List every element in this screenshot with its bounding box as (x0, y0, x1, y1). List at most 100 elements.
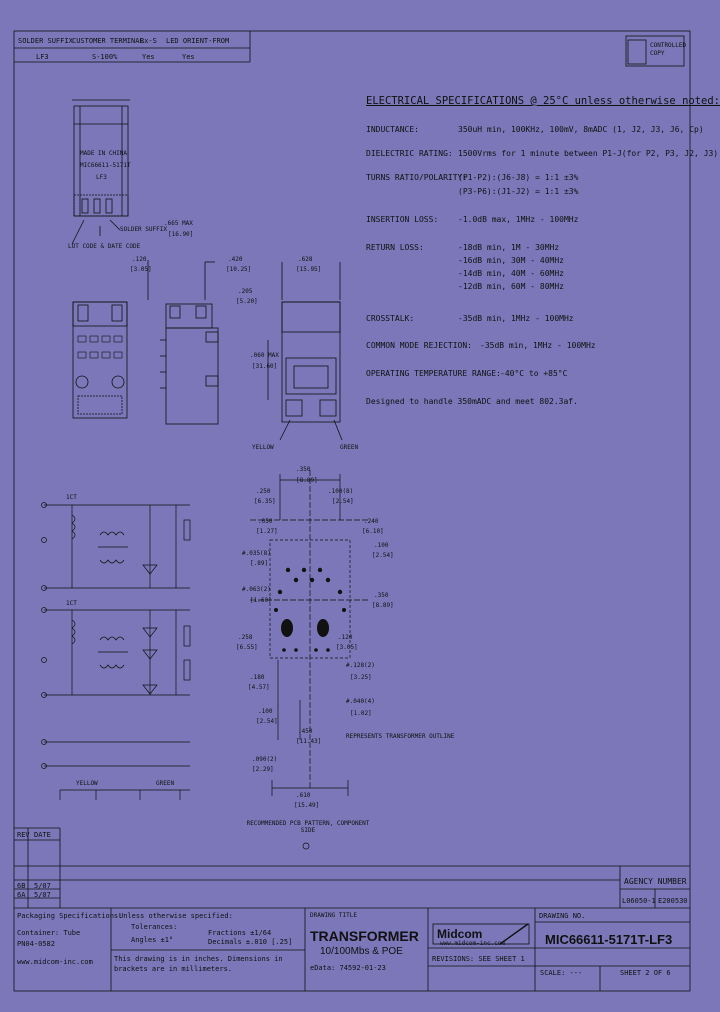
pcb-dim-457: [4.57] (248, 684, 270, 691)
spec-value-crosstalk: -35dB min, 1MHz - 100MHz (458, 314, 574, 323)
pcb-dim-063: #.063(2) (242, 586, 271, 593)
agency-label: AGENCY NUMBER (624, 877, 687, 886)
pcb-dim-350: .350 (296, 466, 311, 473)
pcb-dim-250: .250 (256, 488, 271, 495)
dim-1595: [15.95] (296, 266, 322, 273)
pcb-dim-035: #.035(8) (242, 550, 271, 557)
controlled-copy-label-1: CONTROLLED (650, 42, 687, 49)
spec-value-inductance: 350uH min, 100KHz, 100mV, 8mADC (1, J2, … (458, 125, 704, 134)
drawing-title: TRANSFORMER (310, 928, 419, 944)
tolerances-intro: Unless otherwise specified: (119, 912, 233, 920)
sheet-number: SHEET 2 OF 6 (620, 969, 671, 977)
dim-520: [5.20] (236, 298, 258, 305)
spec-value-dielectric: 1500Vrms for 1 minute between P1-J(for P… (458, 149, 719, 158)
pcb-dim-100c: .100 (258, 708, 273, 715)
spec-label-return: RETURN LOSS: (366, 243, 424, 252)
pcb-dim-100-8: .100(8) (328, 488, 354, 495)
schematic-1ct-bottom: 1CT (66, 600, 77, 607)
spec-value-temperature: -40°C to +85°C (500, 369, 568, 378)
pcb-dim-258: .258 (238, 634, 253, 641)
drawing-no-label: DRAWING NO. (539, 912, 586, 920)
marking-line-1: MADE IN CHINA (80, 150, 127, 157)
dim-1025: [10.25] (226, 266, 252, 273)
agency-value-2: E200530 (658, 897, 688, 905)
pcb-dim-100: .100 (374, 542, 389, 549)
spec-value-return-4: -12dB min, 60M - 80MHz (458, 282, 564, 291)
date-row-1: 5/07 (34, 882, 51, 890)
dim-1690: [16.90] (168, 231, 194, 238)
pcb-dim-350b: .350 (374, 592, 389, 599)
pcb-dim-254b: [2.54] (372, 552, 394, 559)
spec-label-dielectric: DIELECTRIC RATING: (366, 149, 453, 158)
dim-665: .665 MAX (164, 220, 193, 227)
spec-label-inductance: INDUCTANCE: (366, 125, 419, 134)
dim-305: [3.05] (130, 266, 152, 273)
table-header-solder-suffix: SOLDER SUFFIX (18, 37, 73, 45)
pcb-dim-128: #.128(2) (346, 662, 375, 669)
pcb-dim-305: [3.05] (336, 644, 358, 651)
table-cell-suffix: LF3 (36, 53, 49, 61)
logo-url: www.midcom-inc.com (440, 940, 506, 947)
drawing-title-label: DRAWING TITLE (310, 912, 357, 919)
table-cell-terminal: S-100% (92, 53, 118, 61)
pcb-dim-889: [8.89] (296, 477, 318, 484)
pcb-dim-120: .120 (338, 634, 353, 641)
packaging-title: Packaging Specifications: (17, 912, 123, 920)
dim-205: .205 (238, 288, 253, 295)
pcb-dim-160: [1.60] (250, 597, 272, 604)
rev-row-1: 6B (17, 882, 26, 890)
pcb-dim-102: [1.02] (350, 710, 372, 717)
rev-row-2: 6A (17, 891, 26, 899)
pcb-dim-240: .240 (364, 518, 379, 525)
revisions-note: REVISIONS: SEE SHEET 1 (432, 955, 525, 963)
table-cell-led: Yes (182, 53, 195, 61)
tolerances-label: Tolerances: (131, 923, 178, 931)
pcb-dim-655: [6.55] (236, 644, 258, 651)
spec-value-turns-2: (P3-P6):(J1-J2) = 1:1 ±3% (458, 187, 579, 196)
pcb-dim-090: .090(2) (252, 756, 278, 763)
spec-label-cmr: COMMON MODE REJECTION: (366, 341, 472, 350)
spec-title: ELECTRICAL SPECIFICATIONS @ 25°C unless … (366, 95, 720, 107)
pcb-dim-325: [3.25] (350, 674, 372, 681)
packaging-line-1: Container: Tube (17, 929, 81, 937)
label-solder-suffix: SOLDER SUFFIX (120, 226, 167, 233)
pcb-dim-089: [.89] (250, 560, 269, 567)
dim-120: .120 (132, 256, 147, 263)
spec-value-return-2: -16dB min, 30M - 40MHz (458, 256, 564, 265)
outline-note: REPRESENTS TRANSFORMER OUTLINE (346, 733, 455, 740)
table-header-customer-terminal: CUSTOMER TERMINAL (72, 37, 144, 45)
pcb-dim-635: [6.35] (254, 498, 276, 505)
spec-label-crosstalk: CROSSTALK: (366, 314, 415, 323)
label-yellow: YELLOW (252, 444, 274, 451)
date-row-2: 5/07 (34, 891, 51, 899)
pcb-dim-610: [6.10] (362, 528, 384, 535)
drawing-subtitle: 10/100Mbs & POE (320, 946, 403, 957)
spec-value-turns-1: (P1-P2):(J6-J8) = 1:1 ±3% (458, 173, 579, 182)
marking-line-2: MIC66611-5171T (80, 162, 131, 169)
website-link[interactable]: www.midcom-inc.com (17, 958, 93, 966)
spec-label-insertion: INSERTION LOSS: (366, 215, 439, 224)
pcb-dim-1143: [11.43] (296, 738, 322, 745)
pcb-dim-254c: [2.54] (256, 718, 278, 725)
spec-value-return-3: -14dB min, 40M - 60MHz (458, 269, 564, 278)
pcb-dim-254: [2.54] (332, 498, 354, 505)
pcb-dim-1549: [15.49] (294, 802, 320, 809)
tolerance-fractions: Fractions ±1/64 (208, 929, 272, 937)
spec-label-turns: TURNS RATIO/POLARITY: (366, 173, 468, 182)
label-lot-code: LOT CODE & DATE CODE (68, 243, 141, 250)
schematic-1ct-top: 1CT (66, 494, 77, 501)
spec-value-cmr: -35dB min, 1MHz - 100MHz (480, 341, 596, 350)
spec-label-temperature: OPERATING TEMPERATURE RANGE: (366, 369, 501, 378)
scale: SCALE: --- (540, 969, 583, 977)
pcb-dim-180: .180 (250, 674, 265, 681)
pcb-dim-889b: [8.89] (372, 602, 394, 609)
marking-line-3: LF3 (96, 174, 107, 181)
spec-note: Designed to handle 350mADC and meet 802.… (366, 397, 578, 406)
dim-060: .060 MAX (250, 352, 279, 359)
dim-3160: [31.60] (252, 363, 278, 370)
schematic-green: GREEN (156, 780, 175, 787)
agency-value-1: L06050-1 (622, 897, 656, 905)
rev-header: REV (17, 831, 30, 839)
dim-420: .420 (228, 256, 243, 263)
